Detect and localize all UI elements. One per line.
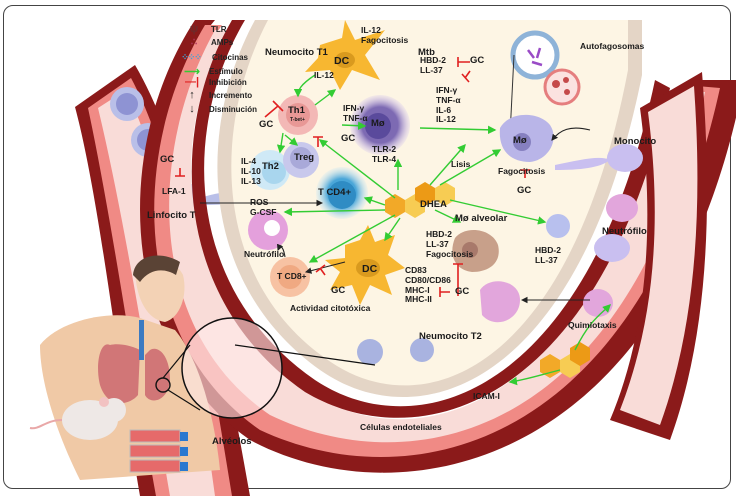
- label-linfocito-t: Linfocito T: [147, 210, 196, 221]
- mouse-figure: [29, 397, 126, 440]
- label-quimiotaxis: Quimiotaxis: [568, 320, 617, 330]
- legend-item-inhibicion: —| Inhibición: [181, 76, 247, 88]
- label-mo-center: Mø: [371, 118, 385, 129]
- macrophage-right: [499, 114, 554, 162]
- label-neumocito-t2: Neumocito T2: [419, 331, 482, 342]
- cell-culture-flasks: [129, 429, 188, 473]
- mo-center-cytokine-list: IFN-γ TNF-α IL-6 IL-12: [436, 85, 461, 125]
- dendritic-cell-top: [305, 20, 385, 90]
- epithelial-cell: [546, 214, 570, 238]
- label-fagocitosis: Fagocitosis: [498, 166, 546, 176]
- label-neumocito-t1: Neumocito T1: [265, 47, 328, 58]
- label-dc-bottom: DC: [362, 263, 378, 275]
- receptor-icon: ψ: [189, 23, 199, 35]
- label-icam: ICAM-I: [473, 391, 500, 401]
- th2-cytokine-list: IL-4 IL-10 IL-13: [241, 156, 261, 186]
- ros-list: ROS G-CSF: [250, 197, 277, 217]
- label-neutrofilo-inner: Neutrófilo: [244, 249, 285, 259]
- label-th2: Th2: [262, 161, 279, 172]
- pneumocyte-t2: [357, 339, 383, 365]
- label-actividad-citotoxica: Actividad citotóxica: [290, 303, 371, 313]
- dhea-chemotaxis: [540, 342, 590, 378]
- label-alveolos: Alvéolos: [212, 436, 252, 447]
- legend-item-tlr: ψ TLR: [183, 23, 227, 35]
- dc-bottom-marker-list: CD83 CD80/CD86 MHC-I MHC-II: [405, 265, 451, 305]
- neutrophil-vessel: [606, 194, 638, 222]
- label-tcd4: T CD4+: [318, 187, 351, 198]
- label-mo-center-gc: GC: [470, 55, 485, 66]
- label-dhea: DHEA: [420, 199, 447, 210]
- label-neutrofilo-vessel: Neutrófilo: [602, 226, 647, 237]
- cytokine-cloud-icon: ⁘⁘⁘: [181, 51, 202, 62]
- dhea-molecule: [385, 182, 455, 218]
- legend-item-estimulo: ⟶ Estímulo: [181, 65, 243, 78]
- mo-alveolar-increase-list: HBD-2 LL-37 Fagocitosis: [426, 229, 474, 259]
- alveolos-zoom-circle: [181, 317, 283, 419]
- legend-item-incremento: ↑ Incremento: [181, 89, 252, 101]
- dots-icon: ∴: [190, 36, 198, 48]
- legend-item-disminucion: ↓ Disminución: [181, 103, 257, 115]
- mo-center-hbd-list: HBD-2 LL-37: [420, 55, 446, 75]
- stimulus-arrows: [276, 74, 611, 386]
- neutrophil-migrating: [480, 281, 520, 323]
- label-celulas-endoteliales: Células endoteliales: [360, 422, 442, 432]
- label-lfa1-gc: GC: [160, 154, 175, 165]
- legend-item-amps: ∴ AMPs: [183, 36, 233, 48]
- label-dc-top: DC: [334, 55, 350, 67]
- label-mo-right: Mø: [513, 135, 527, 146]
- monocyte: [607, 144, 643, 172]
- th1-cytokine-list: IFN-γ TNF-α: [343, 103, 368, 123]
- label-th1-cytokines-gc: GC: [341, 133, 356, 144]
- red-inhibit-icon: —|: [184, 76, 200, 88]
- legend-item-citocinas: ⁘⁘⁘ Citocinas: [176, 52, 248, 62]
- label-mtb: Mtb: [418, 47, 435, 58]
- right-blood-vessel: [610, 72, 708, 440]
- dendritic-cell-bottom: [325, 225, 405, 305]
- label-monocito: Monocito: [614, 136, 657, 147]
- label-autofagosomas: Autofagosomas: [580, 41, 645, 51]
- autophagosome: [509, 30, 581, 136]
- label-il12: IL-12: [314, 70, 334, 80]
- inhibition-marks: [175, 57, 530, 297]
- up-arrow-icon: ↑: [189, 89, 195, 101]
- label-lfa1: LFA-1: [162, 186, 186, 196]
- label-dc-markers-gc: GC: [455, 286, 470, 297]
- label-fagocitosis-gc: GC: [517, 185, 532, 196]
- label-treg: Treg: [294, 152, 315, 163]
- epithelial-hbd-list: HBD-2 LL-37: [535, 245, 561, 265]
- label-th1-gc: GC: [259, 119, 274, 130]
- label-th1-sub: T-bet+: [290, 117, 305, 123]
- label-tcd8: T CD8+: [277, 271, 307, 281]
- label-lisis: Lisis: [451, 159, 471, 169]
- label-dc-bottom-gc: GC: [331, 285, 346, 296]
- down-arrow-icon: ↓: [189, 103, 195, 115]
- mo-center-tlr-list: TLR-2 TLR-4: [372, 144, 397, 164]
- black-arrows: [200, 127, 591, 304]
- dc-top-increase-list: IL-12 Fagocitosis: [361, 25, 409, 45]
- label-th1: Th1: [288, 105, 305, 116]
- green-arrow-icon: ⟶: [184, 65, 200, 78]
- label-mo-alveolar: Mø alveolar: [455, 213, 508, 224]
